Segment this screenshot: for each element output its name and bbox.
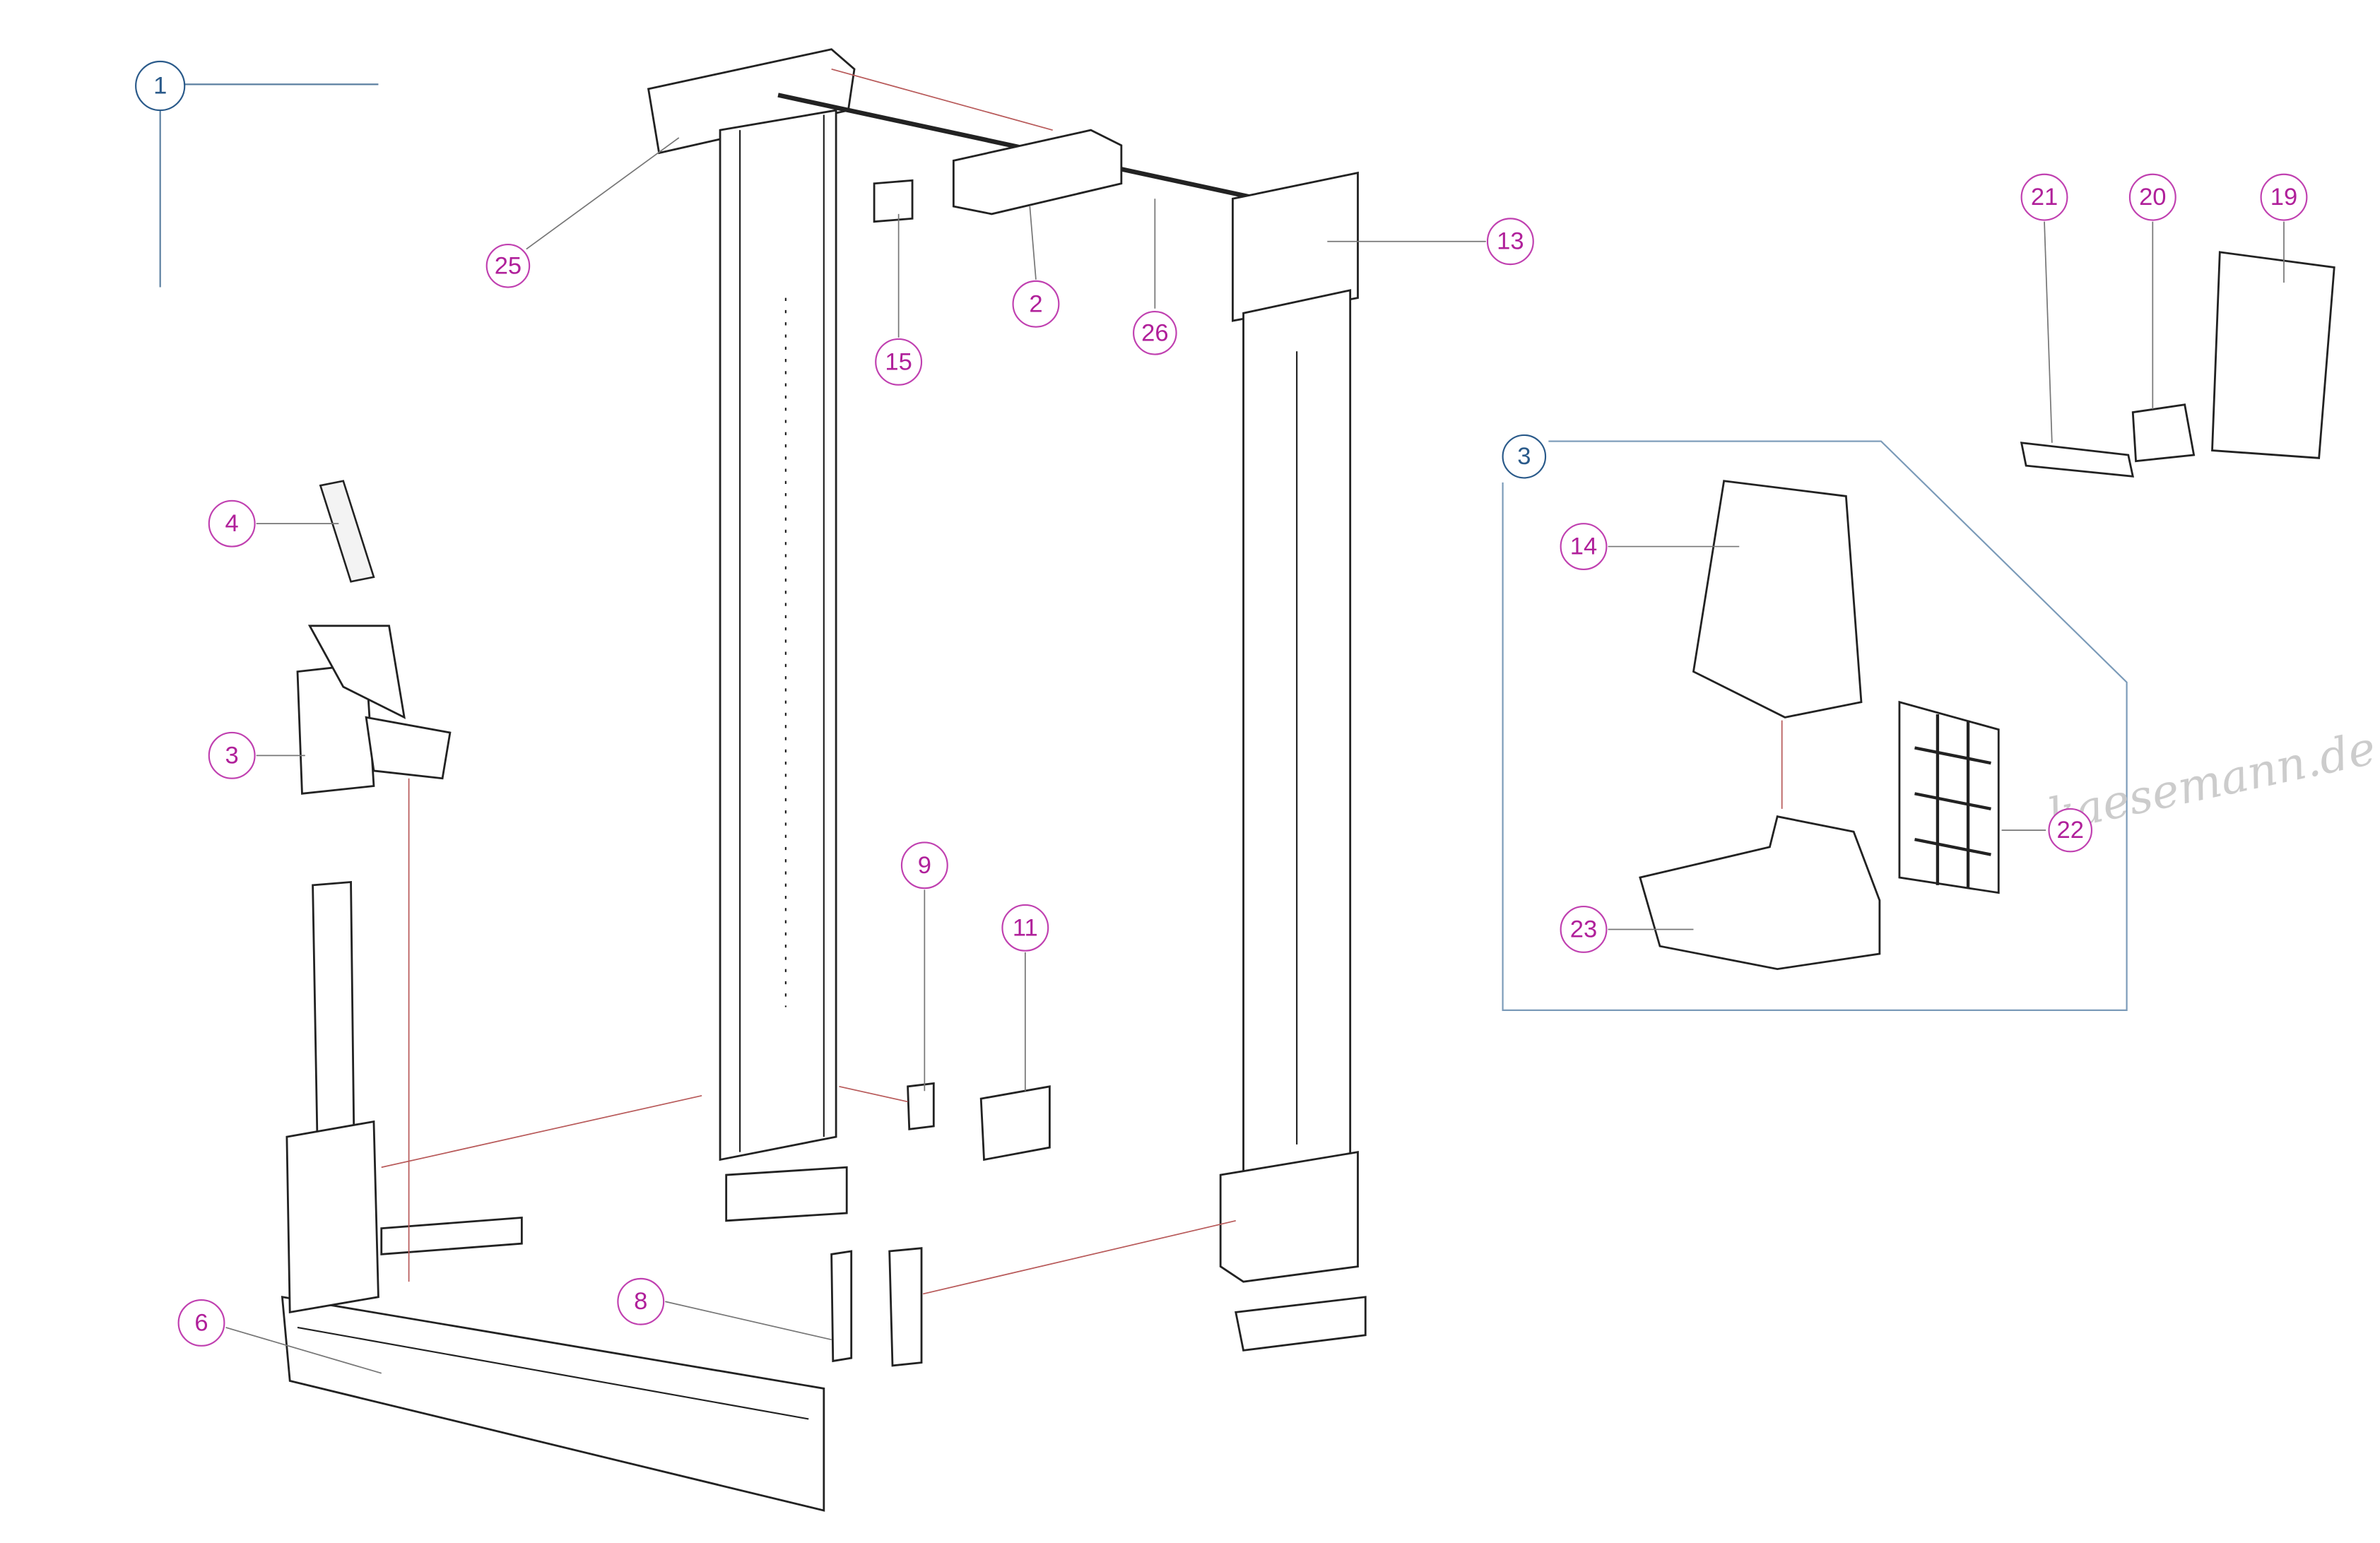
svg-text:20: 20 [2139,184,2166,211]
callout-15: 15 [875,338,923,386]
group-3-parts [1639,251,2335,971]
left-column [719,109,914,1222]
callout-20: 20 [2128,173,2176,221]
svg-text:3: 3 [225,742,239,769]
right-column [1219,171,1367,1352]
group-1-bracket [159,83,379,288]
svg-text:26: 26 [1141,319,1168,346]
small-parts [296,480,1051,1161]
svg-text:13: 13 [1497,228,1524,255]
callout-14: 14 [1560,523,1608,571]
svg-text:22: 22 [2057,817,2084,844]
leader-lines [225,137,2285,1374]
svg-text:8: 8 [634,1288,647,1315]
callout-26: 26 [1133,310,1177,355]
callout-19: 19 [2260,173,2308,221]
svg-text:23: 23 [1570,916,1597,942]
callout-21: 21 [2020,173,2068,221]
watermark: kaesemann.de [2044,722,2380,843]
bottom-frame [281,778,1236,1512]
svg-text:6: 6 [194,1309,208,1336]
svg-text:9: 9 [918,852,931,879]
callout-9: 9 [900,841,948,889]
callout-22: 22 [2048,808,2093,853]
callout-2: 2 [1012,280,1060,328]
svg-text:14: 14 [1570,533,1597,560]
svg-text:21: 21 [2031,184,2058,211]
svg-text:4: 4 [225,510,239,537]
svg-text:2: 2 [1029,290,1042,317]
callout-25: 25 [485,243,531,288]
callout-1: 1 [135,60,186,112]
svg-text:15: 15 [885,348,912,375]
callout-3-group: 3 [1502,434,1547,479]
callout-3: 3 [208,731,256,779]
svg-text:25: 25 [495,252,522,279]
svg-text:11: 11 [1013,914,1038,941]
svg-text:3: 3 [1517,443,1531,470]
callout-6: 6 [177,1299,225,1347]
callout-4: 4 [208,499,256,548]
top-beam [647,48,1259,215]
group-3-box [1502,440,2128,1011]
svg-text:19: 19 [2270,184,2297,211]
callout-8: 8 [617,1277,665,1325]
callout-11: 11 [1001,904,1049,952]
callout-23: 23 [1560,905,1608,953]
callout-13: 13 [1486,218,1534,266]
svg-text:1: 1 [153,73,167,100]
